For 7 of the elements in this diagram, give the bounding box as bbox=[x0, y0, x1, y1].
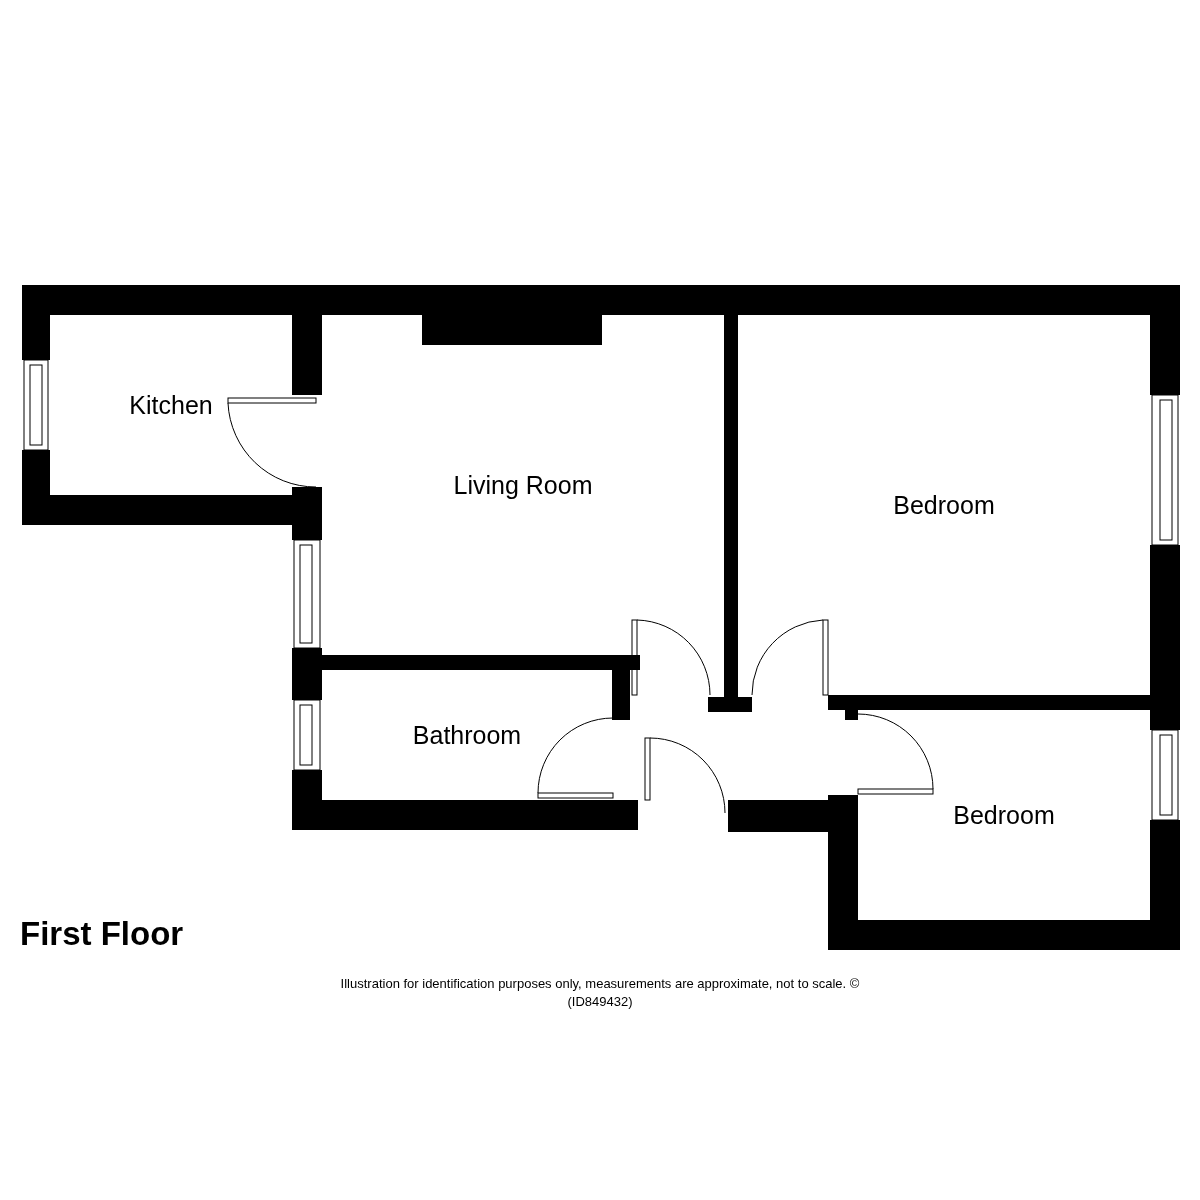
room-name: Bathroom bbox=[412, 720, 522, 750]
room-name: Kitchen bbox=[129, 390, 213, 420]
room-name: Living Room bbox=[453, 470, 593, 500]
floor-title: First Floor bbox=[20, 915, 184, 953]
room-name: Bedroom bbox=[893, 490, 995, 520]
room-name: Bedroom bbox=[953, 800, 1055, 830]
disclaimer-caption: Illustration for identification purposes only, measurements are approximate, not to scale. © (ID849432) bbox=[340, 975, 860, 1011]
